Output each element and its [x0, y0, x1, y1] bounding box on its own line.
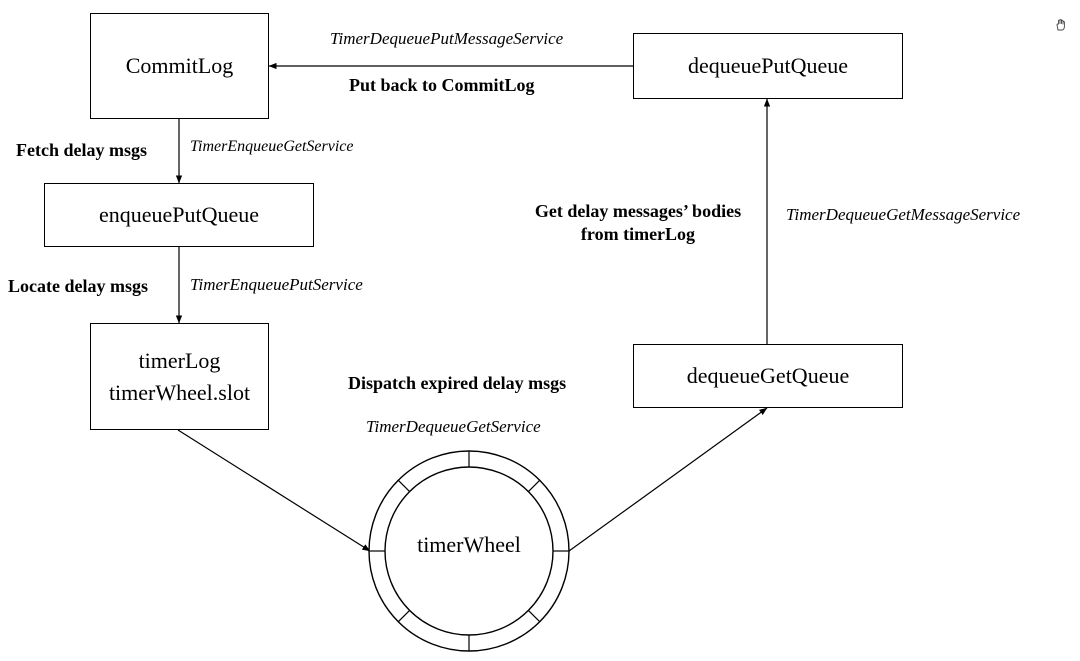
wheel-slot-divider [527, 609, 541, 623]
put-back-service-label: TimerDequeuePutMessageService [330, 29, 564, 48]
dequeue-put-queue-box: dequeuePutQueue [633, 33, 903, 99]
wheel-slot-divider [397, 479, 411, 493]
hand-cursor-icon [1056, 19, 1065, 31]
get-bodies-action-label: Get delay messages’ bodies from timerLog [516, 200, 760, 246]
enqueue-put-queue-label: enqueuePutQueue [98, 202, 260, 227]
dequeue-get-queue-box: dequeueGetQueue [633, 344, 903, 408]
timer-wheel-label: timerWheel [417, 532, 521, 557]
dispatch-action-label: Dispatch expired delay msgs [348, 373, 567, 393]
commitlog-label: CommitLog [125, 53, 234, 78]
enqueue-put-queue-box: enqueuePutQueue [44, 183, 314, 247]
locate-action-label: Locate delay msgs [8, 276, 148, 296]
timerlog-label: timerLog [138, 347, 221, 373]
arrow-dispatch-expired [568, 407, 768, 552]
put-back-action-label: Put back to CommitLog [349, 75, 535, 95]
dequeue-get-queue-label: dequeueGetQueue [686, 363, 850, 388]
fetch-action-label: Fetch delay msgs [16, 140, 147, 160]
dispatch-service-label: TimerDequeueGetService [366, 417, 541, 436]
timerwheel-slot-label: timerWheel.slot [108, 379, 251, 405]
wheel-slot-divider [527, 479, 541, 493]
locate-service-label: TimerEnqueuePutService [190, 275, 363, 294]
timerlog-box: timerLog timerWheel.slot [90, 323, 269, 430]
wheel-slot-divider [397, 609, 411, 623]
timer-wheel-graphic [368, 450, 570, 652]
fetch-service-label: TimerEnqueueGetService [190, 138, 354, 155]
get-bodies-action-line2: from timerLog [580, 224, 696, 244]
dequeue-put-queue-label: dequeuePutQueue [687, 53, 849, 78]
commitlog-box: CommitLog [90, 13, 269, 119]
get-bodies-action-line1: Get delay messages’ bodies [534, 201, 742, 221]
arrow-timerlog-to-wheel [177, 429, 371, 552]
get-bodies-service-label: TimerDequeueGetMessageService [786, 205, 1021, 224]
